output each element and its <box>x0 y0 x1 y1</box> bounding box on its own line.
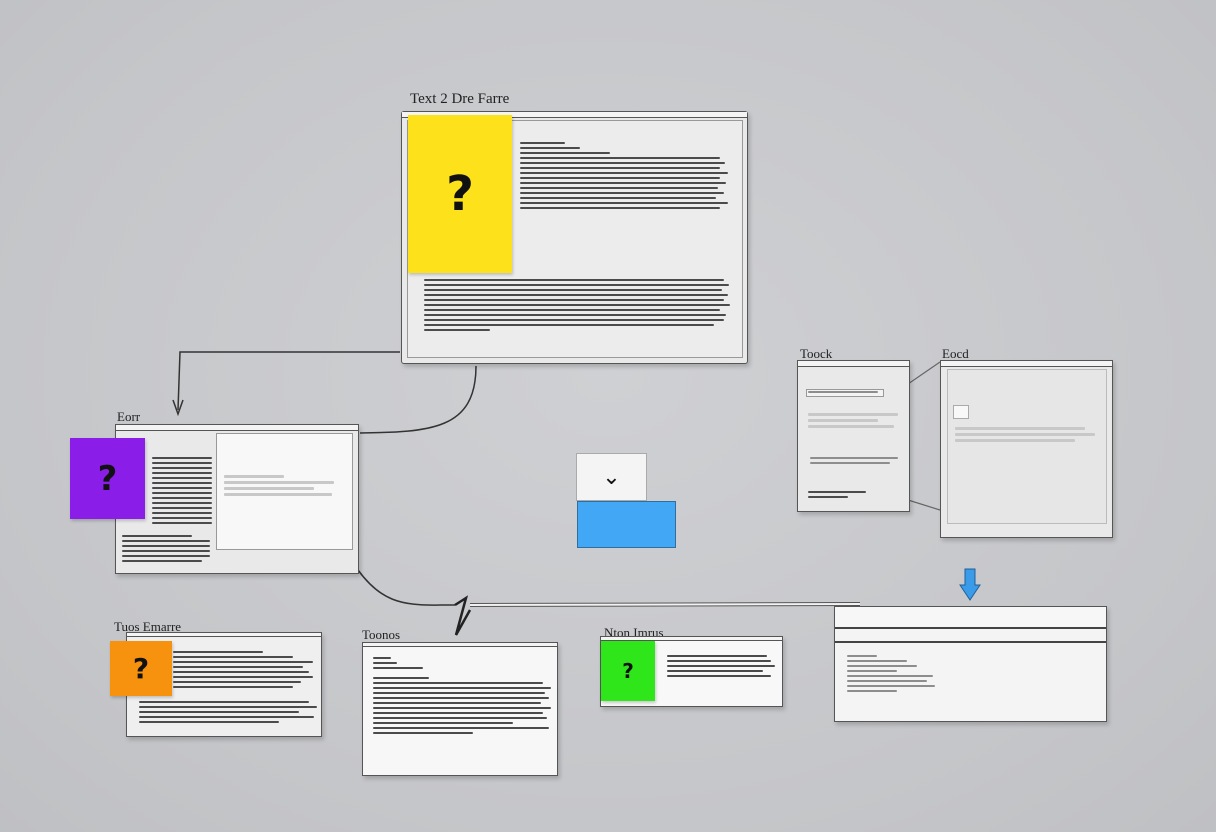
toock-label: Toock <box>800 346 833 361</box>
orange-question-note: ? <box>110 641 172 696</box>
bottom-middle-window[interactable] <box>362 642 558 776</box>
chevron-down-icon: ⌄ <box>602 464 621 490</box>
green-question-note: ? <box>601 641 655 701</box>
question-mark-icon: ? <box>132 652 150 685</box>
question-mark-icon: ? <box>446 166 474 222</box>
main-document-window[interactable] <box>401 111 748 364</box>
question-mark-icon: ? <box>622 659 634 683</box>
eocd-window[interactable] <box>940 360 1113 538</box>
toonos-label: Toonos <box>362 627 401 642</box>
main-window-label: Text 2 Dre Farre <box>410 91 510 107</box>
main-text-lines-bottom <box>424 279 734 334</box>
main-text-lines-top <box>520 142 728 212</box>
left-document-window[interactable] <box>115 424 359 574</box>
question-mark-icon: ? <box>97 458 118 499</box>
purple-question-note: ? <box>70 438 145 519</box>
dropdown-selected-option[interactable] <box>577 501 676 548</box>
left-window-label: Eorr <box>117 409 141 424</box>
eocd-label: Eocd <box>942 346 969 361</box>
toock-window[interactable] <box>797 360 910 512</box>
tuos-emarre-label: Tuos Emarre <box>114 619 182 634</box>
bottom-right-window[interactable] <box>834 606 1107 722</box>
yellow-question-note: ? <box>408 115 512 273</box>
dropdown-toggle[interactable]: ⌄ <box>576 453 647 501</box>
nton-imrus-label: Nton Imrus <box>604 625 664 640</box>
down-arrow-icon <box>959 568 981 601</box>
